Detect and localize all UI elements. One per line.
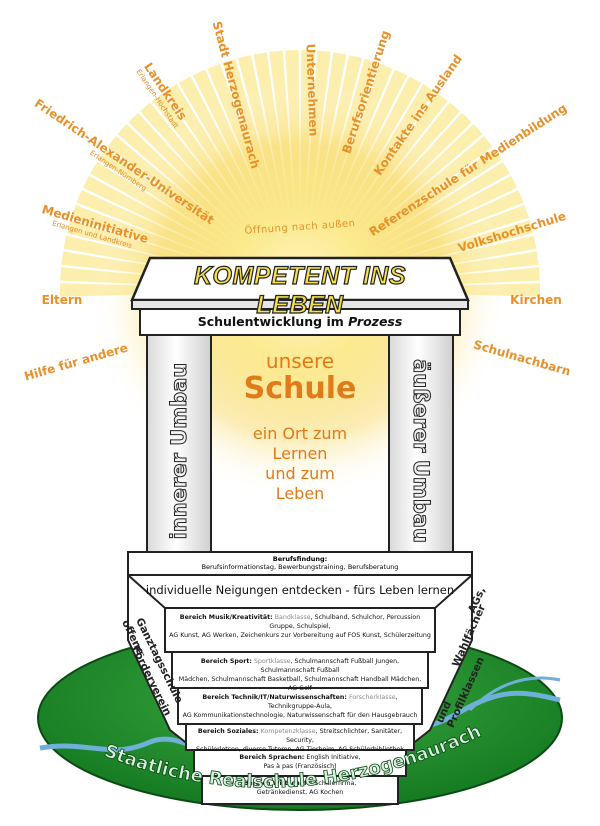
step-text-2: AG Kommunikationstechnologie, Naturwisse…	[182, 712, 418, 719]
step-text-2: AG Kunst, AG Werken, Zeichenkurs zur Vor…	[169, 632, 431, 639]
step-head: Bereich Sprachen:	[239, 754, 305, 761]
step-text: Bereich Sport: Sportklasse, Schulmannsch…	[176, 657, 424, 693]
subtitle: Schulentwicklung im Prozess	[140, 314, 460, 329]
step-head: Bereich Wirtschaft:	[243, 780, 313, 787]
step-text-1: , Technikgruppe-Aula,	[268, 694, 398, 710]
subtitle-emphasis: Prozess	[348, 314, 403, 329]
center-line-2: Schule	[243, 371, 357, 406]
step-text: Bereich Sprachen: English Initiative, Pas…	[198, 753, 402, 771]
step-plate	[193, 749, 407, 777]
ray-label: Eltern	[42, 293, 83, 307]
center-line-5: und zum	[265, 464, 335, 483]
ray-label-text: Kirchen	[510, 293, 562, 307]
school-name-path: Staatliche Realschule Herzogenaurach	[101, 720, 485, 792]
step-text-1: Schülerfirma,	[314, 780, 357, 787]
center-line-1: unsere	[265, 349, 335, 373]
banner: individuelle Neigungen entdecken - fürs …	[145, 583, 455, 597]
step-text-2: Mädchen, Schulmannschaft Basketball, Sch…	[178, 676, 422, 692]
step-text: Bereich Wirtschaft: Schülerfirma, Getränk…	[206, 779, 394, 797]
river-branch	[468, 676, 561, 712]
subtitle-main: Schulentwicklung im	[197, 314, 349, 329]
step-text: Bereich Musik/Kreativität: Bandklasse, S…	[169, 613, 431, 640]
center-line-4: Lernen	[272, 444, 328, 463]
berufsfindung-block: Berufsfindung: Berufsinformationstag, Be…	[128, 555, 472, 571]
berufsfindung-head: Berufsfindung:	[272, 555, 328, 563]
step-text-1: , Schulband, Schulchor, Percussion Grupp…	[269, 614, 421, 630]
step-text: Bereich Technik/IT/Naturwissenschaften: …	[182, 693, 418, 720]
step-highlight: Sportklasse	[253, 658, 291, 665]
step-head: Bereich Musik/Kreativität:	[179, 614, 273, 621]
center-line-3: ein Ort zum	[252, 424, 348, 443]
step-plate	[201, 775, 399, 805]
ray-label-text: Eltern	[41, 293, 83, 307]
step-text-2: Schülerlotsen, diverse Tutoren, AG Tierh…	[196, 746, 404, 753]
step-text-1: , Streitschlichter, Sanitäter, Security,	[286, 728, 403, 744]
step-text-1: , Schulmannschaft Fußball Jungen, Schulm…	[260, 658, 400, 674]
step-highlight: Forscherklasse	[348, 694, 396, 701]
center-text: unsere Schule ein Ort zum Lernen und zum…	[215, 350, 385, 504]
step-text-2: Getränkedienst, AG Kochen	[256, 789, 344, 796]
step-plate	[164, 607, 436, 653]
step-head: Bereich Soziales:	[197, 728, 259, 735]
step-text-1: English Initiative,	[306, 754, 361, 761]
step-highlight: Bandklasse	[274, 614, 311, 621]
step-highlight: Kompetenzklasse	[260, 728, 316, 735]
step-head: Bereich Sport:	[200, 658, 252, 665]
step-text: Bereich Soziales: Kompetenzklasse, Strei…	[190, 727, 410, 754]
step-text-2: Pas à pas (Französisch)	[263, 763, 337, 770]
ray-label: Kirchen	[510, 293, 562, 307]
school-name: Staatliche Realschule Herzogenaurach	[101, 721, 484, 793]
step-plate	[185, 723, 415, 751]
step-head: Bereich Technik/IT/Naturwissenschaften:	[202, 694, 347, 701]
roof-architrave	[139, 308, 461, 336]
page-title: KOMPETENT INS LEBEN	[193, 261, 407, 319]
center-line-6: Leben	[275, 484, 325, 503]
berufsfindung-text: Berufsinformationstag, Bewerbungstrainin…	[201, 563, 399, 571]
steps	[164, 607, 436, 805]
